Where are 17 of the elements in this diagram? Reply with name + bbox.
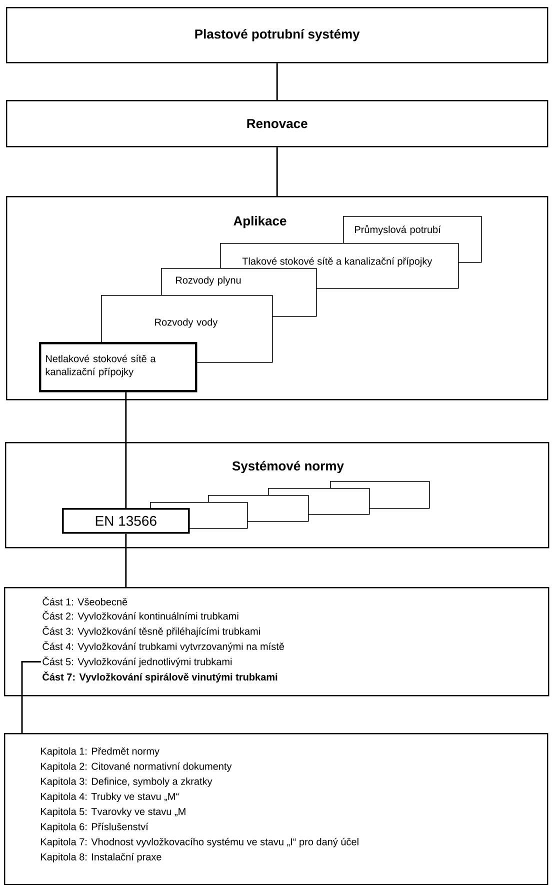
- connector-line: [125, 534, 127, 587]
- application-box: Netlakové stokové sítě a kanalizační přípojky: [39, 342, 198, 392]
- connector-line: [276, 63, 278, 100]
- connector-line: [125, 392, 127, 508]
- list-item: Část 4: Vyvložkování trubkami vytvrzovanými na místě: [42, 641, 284, 652]
- list-item: Část 5: Vyvložkování jednotlivými trubkami: [42, 656, 232, 668]
- connector-line: [276, 147, 278, 196]
- list-item: Část 7: Vyvložkování spirálově vinutými trubkami: [42, 671, 278, 683]
- standard-box: EN 13566: [62, 508, 190, 534]
- list-item: Část 2: Vyvložkování kontinuálními trubkami: [42, 610, 238, 622]
- list-box: Kapitola 1: Předmět normy Kapitola 2: Citované normativní dokumenty Kapitola 3: Definice, symboly a zkratky Kapitola 4: Trubky ve stavu „M“ Kapitola 5: Tvarovky ve stavu „M Kapitola 6: Příslušenství Kapitola 7: Vhodnost vyvložkovacího systému ve stavu „I“ pro daný účel Kapitola 8: Instalační praxe: [4, 733, 548, 885]
- list-item: Část 1: Všeobecně: [42, 596, 128, 606]
- title-box: Plastové potrubní systémy: [6, 7, 548, 64]
- list-box: [4, 587, 550, 696]
- list-item: Část 3: Vyvložkování těsně přiléhajícími trubkami: [42, 626, 260, 637]
- title-box: Renovace: [6, 100, 548, 148]
- connector-line: [21, 661, 41, 733]
